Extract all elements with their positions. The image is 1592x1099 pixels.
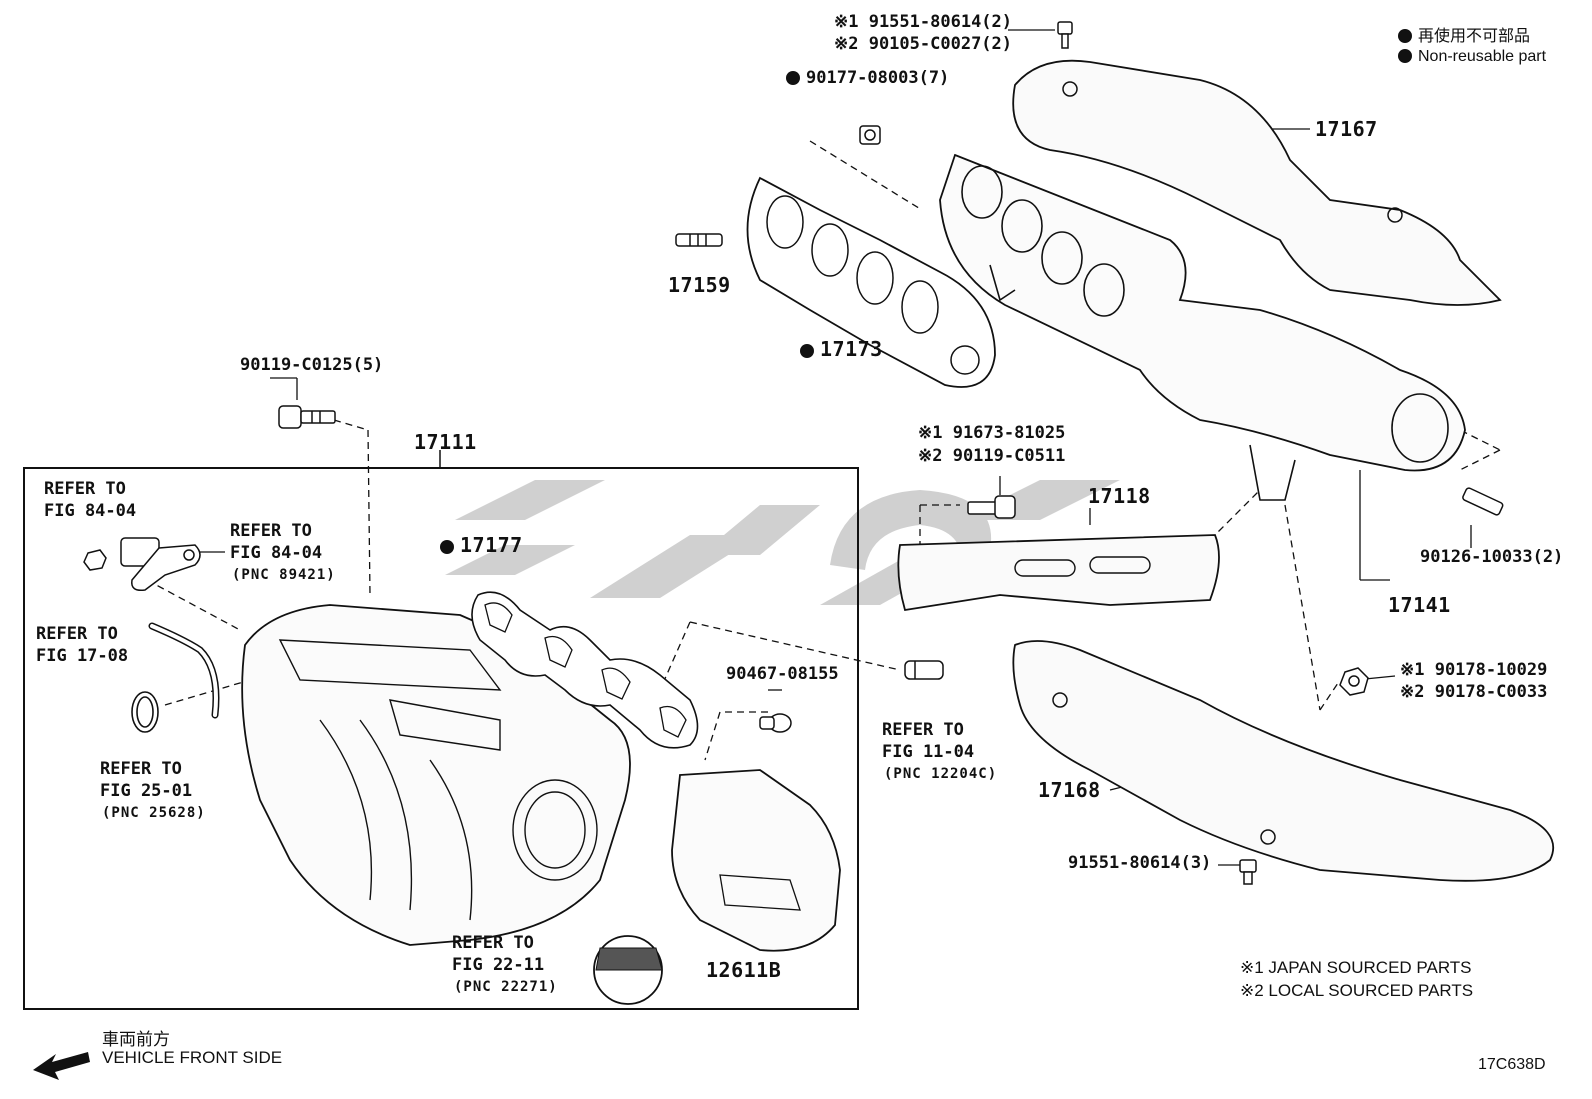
part-label-91673-2: ※2 90119-C0511	[918, 446, 1066, 466]
footnote-local-sourced: ※2 LOCAL SOURCED PARTS	[1240, 981, 1474, 1000]
refer-label-5b: FIG 11-04	[882, 742, 975, 762]
legend-en: Non-reusable part	[1398, 48, 1546, 66]
part-label-17118: 17118	[1088, 484, 1151, 508]
intake-group-frame	[24, 468, 858, 1009]
refer-label-6c: (PNC 22271)	[454, 979, 558, 995]
refer-label-5a: REFER TO	[882, 720, 964, 740]
part-label-91551-lower: 91551-80614(3)	[1068, 853, 1212, 873]
direction-label-en: VEHICLE FRONT SIDE	[102, 1048, 283, 1067]
front-direction-arrow-icon	[33, 1052, 90, 1080]
bolt-91551-lower-icon	[1240, 860, 1256, 884]
refer-label-6b: FIG 22-11	[452, 955, 545, 975]
part-label-90467: 90467-08155	[726, 664, 839, 684]
exhaust-gasket	[748, 178, 996, 387]
refer-label-6a: REFER TO	[452, 933, 534, 953]
legend-jp: 再使用不可部品	[1398, 22, 1530, 46]
bolt-90119-icon	[279, 406, 335, 428]
sensor-icon	[84, 538, 200, 590]
part-label-17173: 17173	[800, 339, 883, 359]
intake-manifold	[242, 605, 630, 945]
plug-90467-icon	[760, 714, 791, 732]
refer-label-1a: REFER TO	[44, 479, 126, 499]
intake-gasket	[472, 592, 698, 748]
part-label-17111: 17111	[414, 430, 477, 454]
refer-label-5c: (PNC 12204C)	[884, 766, 998, 782]
refer-label-2c: (PNC 89421)	[232, 567, 336, 583]
refer-label-1b: FIG 84-04	[44, 501, 137, 521]
heat-insulator-lower	[1013, 641, 1553, 881]
part-label-91673-1: ※1 91673-81025	[918, 423, 1066, 443]
footnote-japan-sourced: ※1 JAPAN SOURCED PARTS	[1240, 958, 1472, 977]
filter-disc-icon	[594, 936, 662, 1004]
part-label-17141: 17141	[1388, 593, 1451, 617]
part-label-top-bolt-1: ※1 91551-80614(2)	[834, 12, 1013, 32]
figure-code: 17C638D	[1478, 1056, 1546, 1073]
part-label-90178-1: ※1 90178-10029	[1400, 660, 1548, 680]
refer-label-4a: REFER TO	[100, 759, 182, 779]
part-label-90119-top: 90119-C0125(5)	[240, 355, 384, 375]
part-label-90177: 90177-08003(7)	[786, 70, 949, 87]
exhaust-manifold	[940, 155, 1465, 471]
part-label-17168: 17168	[1038, 778, 1101, 802]
non-reusable-dot-icon	[440, 540, 454, 554]
nut-90178-icon	[1340, 668, 1368, 695]
stud-17159-icon	[676, 234, 722, 246]
stud-90126-icon	[1462, 487, 1504, 516]
part-label-top-bolt-2: ※2 90105-C0027(2)	[834, 34, 1013, 54]
clamp-icon	[132, 692, 158, 732]
part-label-12611B: 12611B	[706, 958, 782, 982]
bolt-91551-top-icon	[1058, 22, 1072, 48]
connector-icon	[905, 661, 943, 679]
nut-90177-icon	[860, 126, 880, 144]
part-label-90178-2: ※2 90178-C0033	[1400, 682, 1548, 702]
part-label-17159: 17159	[668, 273, 731, 297]
part-label-17177: 17177	[440, 535, 523, 555]
non-reusable-dot-icon	[1398, 29, 1412, 43]
refer-label-4b: FIG 25-01	[100, 781, 193, 801]
non-reusable-dot-icon	[786, 71, 800, 85]
refer-label-3b: FIG 17-08	[36, 646, 129, 666]
refer-label-4c: (PNC 25628)	[102, 805, 206, 821]
heat-insulator-upper	[1013, 61, 1500, 305]
bolt-91673-icon	[968, 496, 1015, 518]
direction-label-jp: 車両前方	[102, 1030, 170, 1049]
refer-label-2b: FIG 84-04	[230, 543, 323, 563]
part-label-90126: 90126-10033(2)	[1420, 547, 1564, 567]
part-label-17167: 17167	[1315, 117, 1378, 141]
refer-label-2a: REFER TO	[230, 521, 312, 541]
engine-cover-12611B	[672, 770, 840, 951]
non-reusable-dot-icon	[800, 344, 814, 358]
refer-label-3a: REFER TO	[36, 624, 118, 644]
non-reusable-dot-icon	[1398, 49, 1412, 63]
manifold-stay-17118	[898, 535, 1219, 610]
